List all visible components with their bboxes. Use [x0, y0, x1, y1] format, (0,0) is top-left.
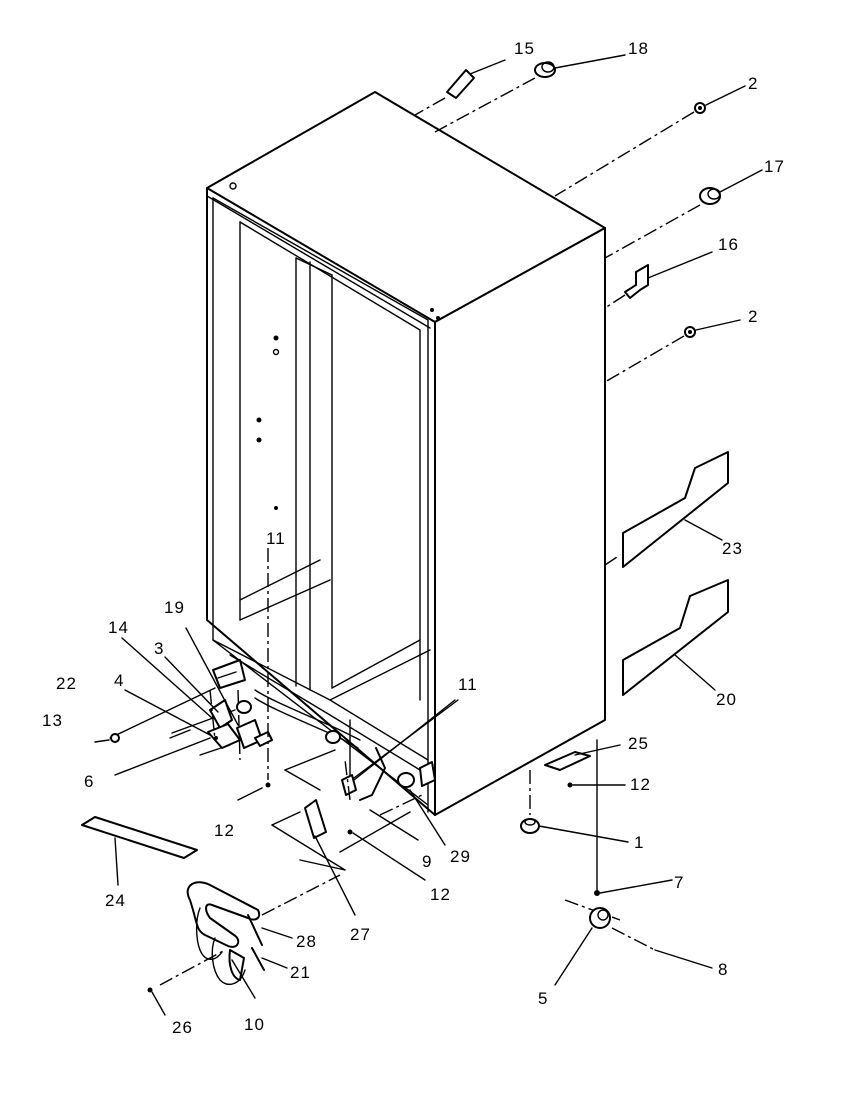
part-28-screw — [247, 914, 293, 946]
callout-12-left: 12 — [214, 821, 235, 840]
callout-4: 4 — [114, 671, 124, 690]
callout-14: 14 — [108, 618, 129, 637]
callout-9: 9 — [422, 852, 432, 871]
leader-lines-left — [114, 627, 459, 801]
part-25-bracket — [544, 744, 621, 771]
callout-23: 23 — [722, 539, 743, 558]
part-12-screws-center — [347, 794, 426, 881]
callout-13: 13 — [42, 711, 63, 730]
callout-1: 1 — [634, 833, 644, 852]
callout-21: 21 — [290, 963, 311, 982]
callout-29: 29 — [450, 847, 471, 866]
callout-28: 28 — [296, 932, 317, 951]
callout-8: 8 — [718, 960, 728, 979]
callout-2-top: 2 — [748, 74, 758, 93]
callout-15: 15 — [514, 39, 535, 58]
callout-20: 20 — [716, 690, 737, 709]
callout-12-center: 12 — [430, 885, 451, 904]
callout-7: 7 — [674, 873, 684, 892]
callout-22: 22 — [56, 674, 77, 693]
callout-12-right: 12 — [630, 775, 651, 794]
part-23-panel — [604, 451, 729, 568]
callout-11-left: 11 — [266, 529, 286, 548]
callout-24: 24 — [105, 891, 126, 910]
callout-11-center: 11 — [458, 675, 478, 694]
part-10-hose-assembly — [147, 874, 341, 1016]
part-roller-assembly — [554, 739, 713, 986]
refrigerator-cabinet — [206, 91, 606, 816]
callout-18: 18 — [628, 39, 649, 58]
callout-6: 6 — [84, 772, 94, 791]
callout-25: 25 — [628, 734, 649, 753]
part-17-grommet — [604, 169, 763, 259]
part-2-plug-top — [554, 85, 746, 197]
callout-2-side: 2 — [748, 307, 758, 326]
part-hinge-assembly — [94, 659, 273, 761]
callout-19: 19 — [164, 598, 185, 617]
callout-3: 3 — [154, 639, 164, 658]
callout-27: 27 — [350, 925, 371, 944]
part-29-foot — [339, 761, 446, 853]
part-21-screw — [251, 947, 288, 971]
part-20-panel — [622, 579, 729, 696]
part-15-valve — [414, 59, 506, 116]
callout-17: 17 — [764, 157, 785, 176]
part-1-foot — [520, 770, 629, 843]
part-16-clip — [604, 251, 713, 309]
part-27-bracket — [271, 749, 356, 916]
part-24-grille — [81, 816, 198, 886]
part-18-bushing — [434, 54, 626, 133]
callout-labels: 15 18 2 17 16 2 23 20 11 19 14 3 4 22 13… — [42, 39, 785, 1037]
callout-26: 26 — [172, 1018, 193, 1037]
part-11-screw-left — [265, 548, 271, 788]
part-12-screw-right — [567, 782, 626, 788]
part-2-plug-side — [604, 319, 741, 383]
callout-10: 10 — [244, 1015, 265, 1034]
callout-16: 16 — [718, 235, 739, 254]
callout-5: 5 — [538, 989, 548, 1008]
